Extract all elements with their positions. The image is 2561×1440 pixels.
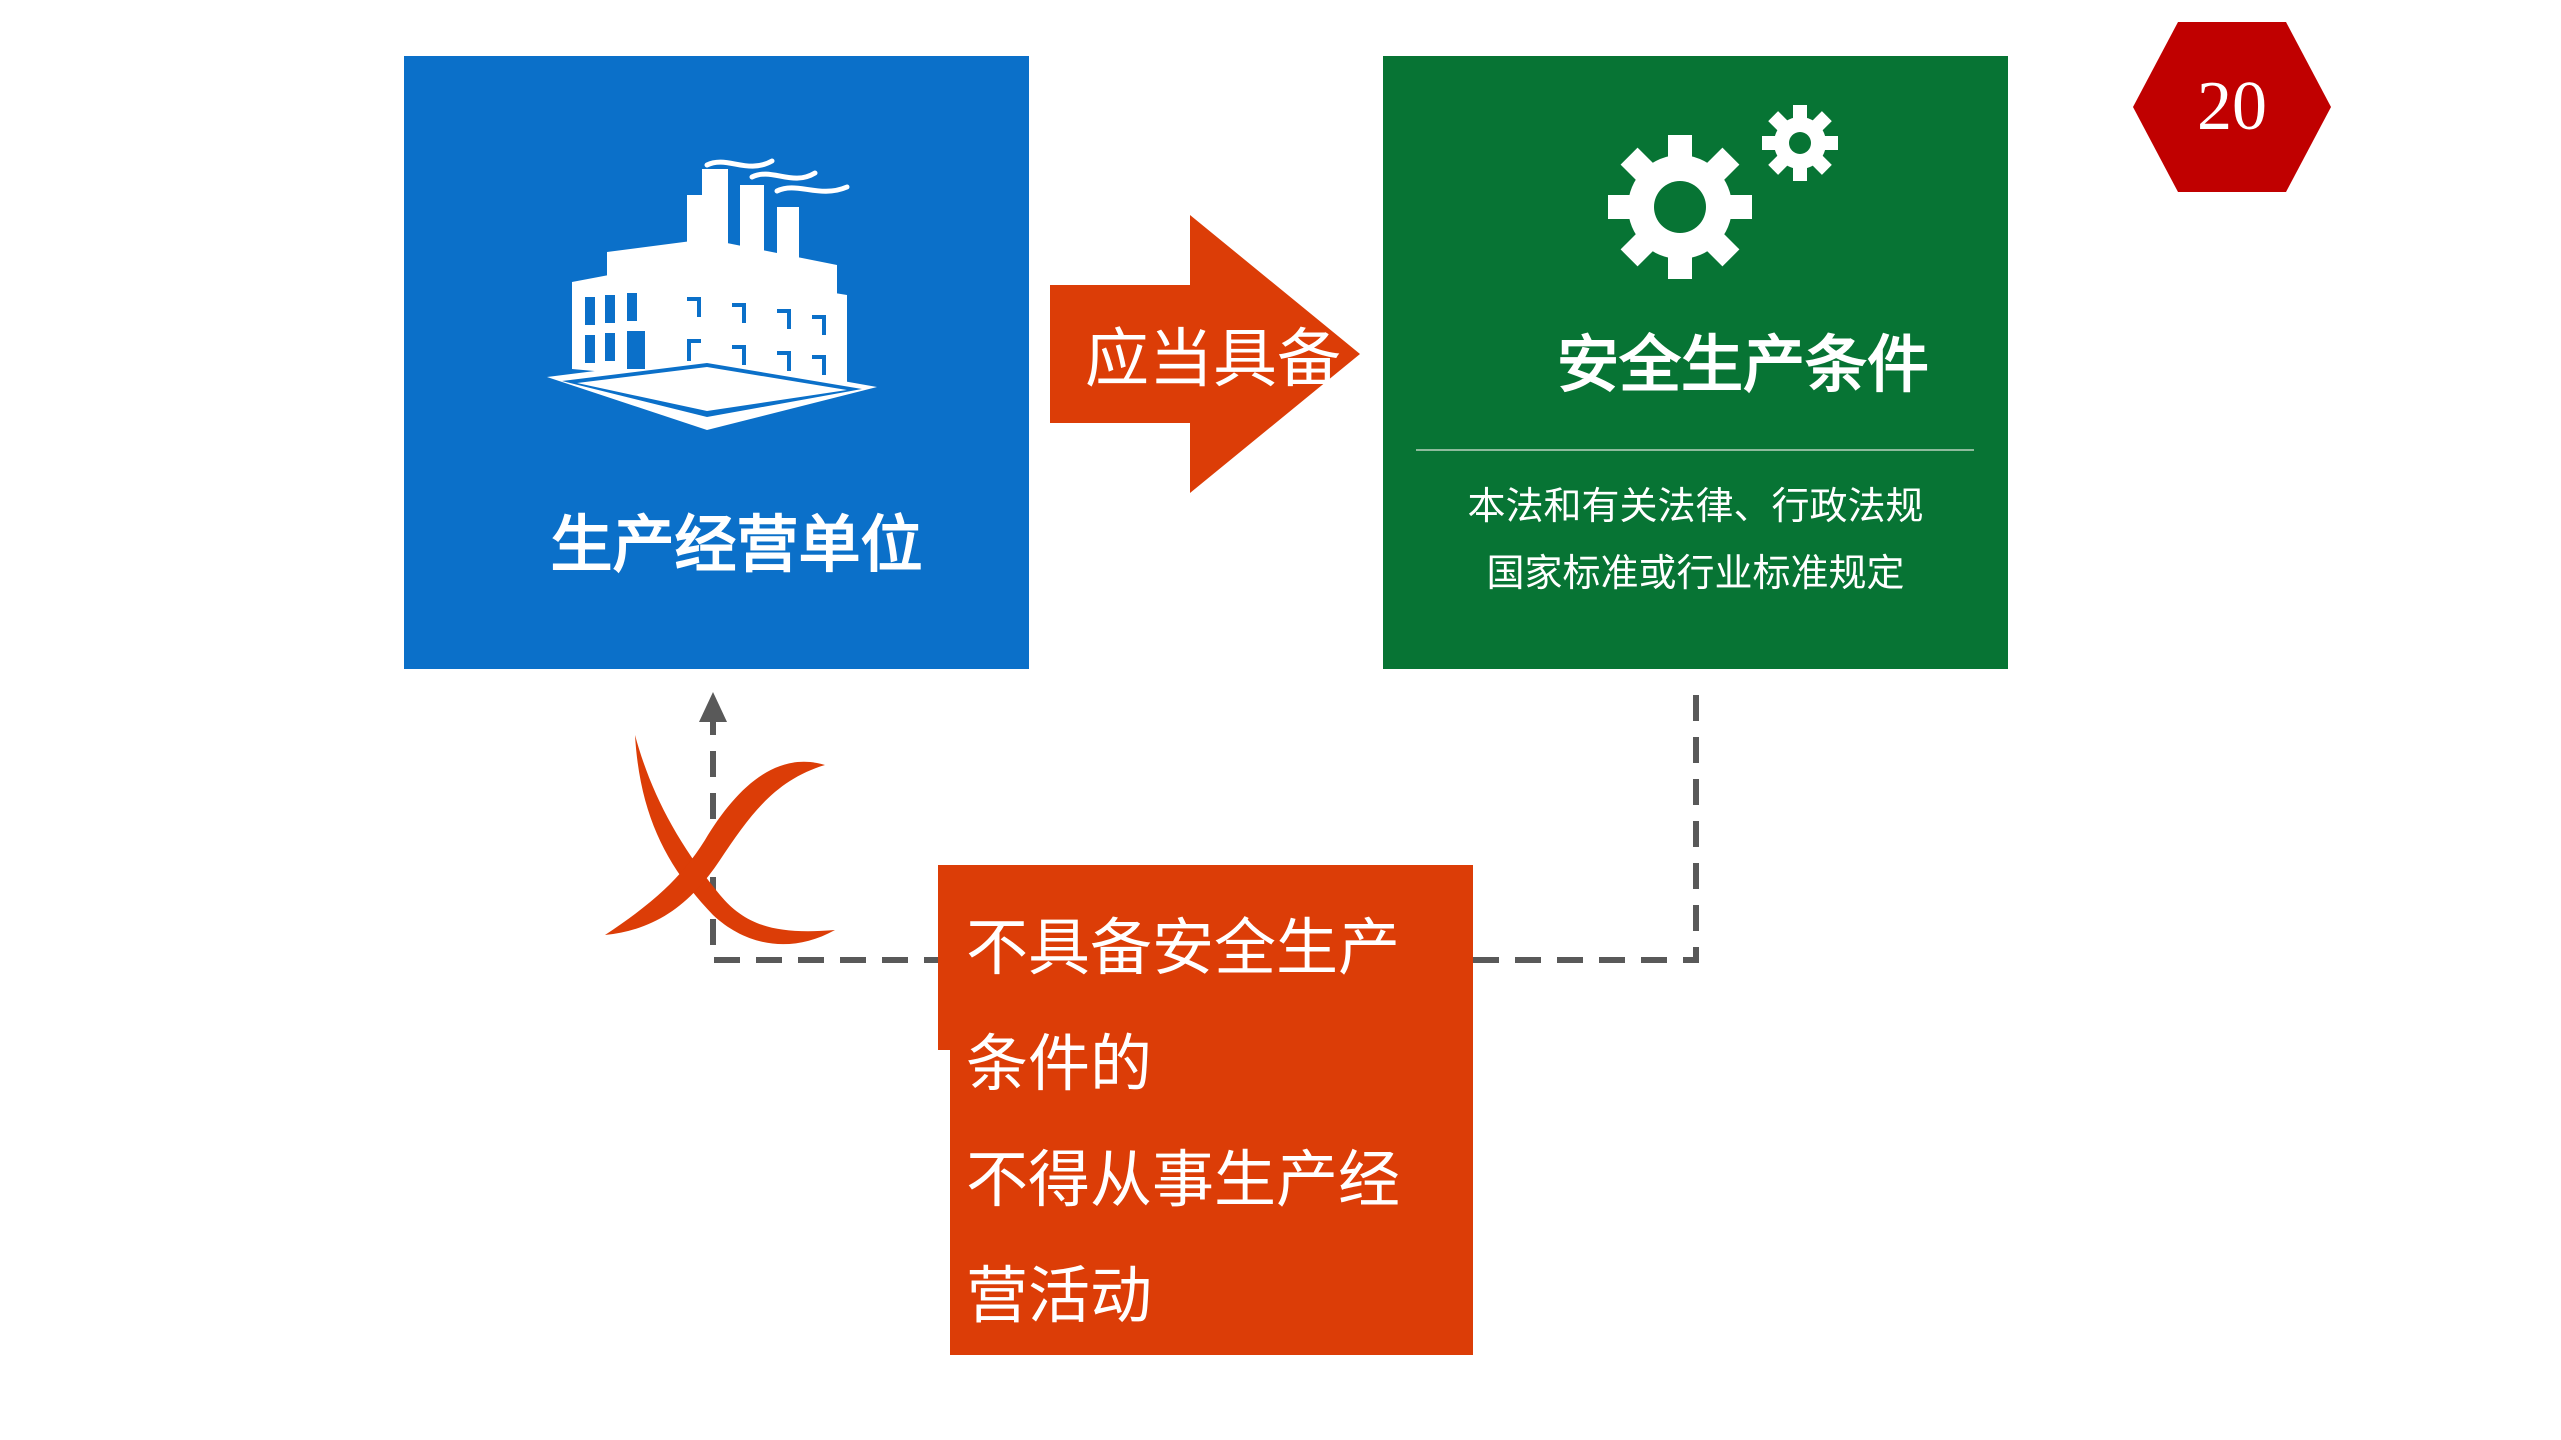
prohibition-text-line: 不具备安全生产 xyxy=(966,911,1401,984)
gears-icon xyxy=(1608,105,1838,279)
production-unit-label: 生产经营单位 xyxy=(550,508,923,581)
factory-icon xyxy=(547,158,877,430)
prohibition-text-line: 条件的 xyxy=(966,1027,1153,1100)
safety-conditions-title: 安全生产条件 xyxy=(1556,328,1929,401)
safety-conditions-source-line2: 国家标准或行业标准规定 xyxy=(1486,551,1905,595)
callout-notch xyxy=(938,1050,950,1355)
safety-conditions-source-line1: 本法和有关法律、行政法规 xyxy=(1467,484,1924,528)
page-number: 20 xyxy=(2197,68,2267,145)
divider xyxy=(1416,449,1974,451)
prohibition-text-line: 营活动 xyxy=(966,1259,1153,1332)
page-number-badge xyxy=(2133,22,2331,192)
x-mark-icon xyxy=(605,735,835,945)
prohibition-text-line: 不得从事生产经 xyxy=(966,1143,1401,1216)
requirement-arrow xyxy=(1050,215,1360,493)
prohibition-callout xyxy=(938,865,1473,1355)
requirement-arrow-label: 应当具备 xyxy=(1085,323,1341,397)
